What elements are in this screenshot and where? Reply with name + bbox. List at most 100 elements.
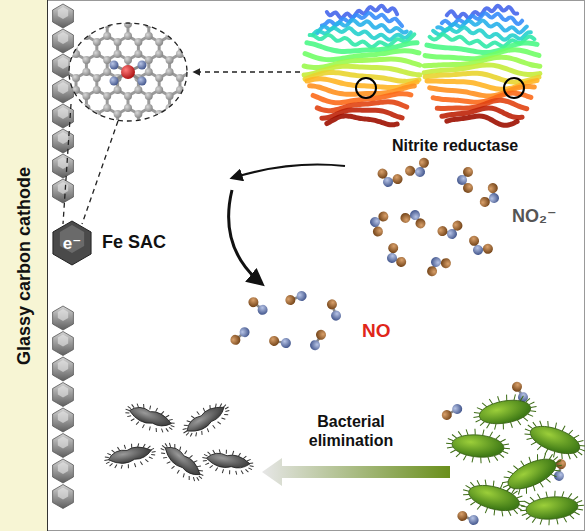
pilus <box>448 439 454 441</box>
pilus <box>540 482 543 488</box>
carbon-atom <box>51 14 59 22</box>
carbon-atom <box>114 110 122 118</box>
carbon-atom <box>51 110 59 118</box>
cc-bond <box>97 18 107 24</box>
pilus <box>548 519 549 525</box>
mimic-arrow <box>194 71 300 72</box>
nitrogen-atom <box>256 303 270 317</box>
cc-bond <box>149 144 159 150</box>
carbon-atom <box>103 92 111 100</box>
pilus <box>530 497 534 502</box>
cc-bond <box>190 18 200 24</box>
pilus <box>540 519 543 525</box>
pilus <box>535 454 540 460</box>
carbon-particle <box>53 179 74 203</box>
pilus <box>224 413 228 417</box>
pilus <box>570 514 574 519</box>
pilus <box>161 448 165 451</box>
cc-bond <box>106 132 109 144</box>
carbon-atom <box>93 50 101 58</box>
nitric-oxide-molecule <box>284 290 308 307</box>
carbon-atom <box>186 104 194 112</box>
nitric-oxide-molecule <box>308 328 328 352</box>
carbon-atom <box>82 56 90 64</box>
nitrite-molecule <box>478 181 505 212</box>
beta-strand <box>447 116 517 125</box>
pilus <box>107 453 111 456</box>
pilus <box>207 452 211 455</box>
pilus <box>529 402 535 405</box>
pilus <box>189 455 192 458</box>
pilus <box>186 433 190 436</box>
carbon-atom <box>155 86 163 94</box>
nitrogen-atom <box>450 402 464 416</box>
carbon-atom <box>166 140 174 148</box>
carbon-atom <box>82 68 90 76</box>
pilus <box>507 510 512 515</box>
cell-body <box>504 453 560 495</box>
pilus <box>127 415 131 418</box>
carbon-atom <box>155 14 163 22</box>
carbon-atom <box>124 20 132 28</box>
pilus <box>490 432 493 438</box>
pilus <box>226 450 227 454</box>
pilus <box>200 431 203 435</box>
carbon-atom <box>197 14 205 22</box>
live-bacterium <box>471 390 540 434</box>
cc-bond <box>55 54 65 60</box>
carbon-atom <box>176 122 184 130</box>
pilus <box>247 459 251 462</box>
oxygen-atom <box>463 183 473 193</box>
pilus <box>452 434 457 438</box>
oxygen-atom <box>403 164 417 178</box>
dead-bacterium <box>102 440 157 472</box>
pilus <box>502 480 508 484</box>
pilus <box>489 399 492 405</box>
carbon-atom <box>93 122 101 130</box>
pilus <box>530 410 536 413</box>
cell-body <box>183 402 228 436</box>
pilus <box>578 505 584 507</box>
pilus <box>492 481 494 487</box>
carbon-atom <box>82 140 90 148</box>
particle-facet <box>60 225 84 253</box>
nitrogen-atom <box>110 61 119 70</box>
cc-bond <box>54 42 57 54</box>
cc-bond <box>178 114 181 126</box>
cell-body <box>205 451 251 472</box>
pilus <box>450 450 455 454</box>
cc-bond <box>168 24 171 36</box>
pilus <box>245 469 249 472</box>
particle-facet <box>58 182 68 194</box>
nitrite-molecule <box>457 167 473 193</box>
nitrogen-atom <box>413 165 427 179</box>
cell-body <box>161 442 204 481</box>
carbon-atom <box>62 104 70 112</box>
carbon-atom <box>197 38 205 46</box>
pilus <box>241 470 244 473</box>
carbon-atom <box>72 2 80 10</box>
cc-bond <box>168 132 171 144</box>
nitrogen-atom <box>369 216 382 229</box>
cc-bond <box>190 54 200 60</box>
pilus <box>502 451 508 453</box>
pilus <box>149 456 153 459</box>
cc-bond <box>76 126 86 132</box>
pilus <box>131 418 134 422</box>
carbon-atom <box>72 86 80 94</box>
carbon-atom <box>166 128 174 136</box>
oxygen-atom <box>463 167 473 177</box>
carbon-atom <box>82 20 90 28</box>
pilus <box>155 428 158 432</box>
cc-bond <box>86 126 96 132</box>
nitrite-molecule <box>366 208 390 238</box>
carbon-particle <box>53 357 74 381</box>
carbon-atom <box>124 32 132 40</box>
oxygen-atom <box>326 298 339 311</box>
carbon-atom <box>103 104 111 112</box>
nitrogen-atom <box>446 228 459 241</box>
cathode-band: Glassy carbon cathode <box>0 0 48 531</box>
cc-bond <box>199 6 202 18</box>
carbon-atom <box>145 56 153 64</box>
